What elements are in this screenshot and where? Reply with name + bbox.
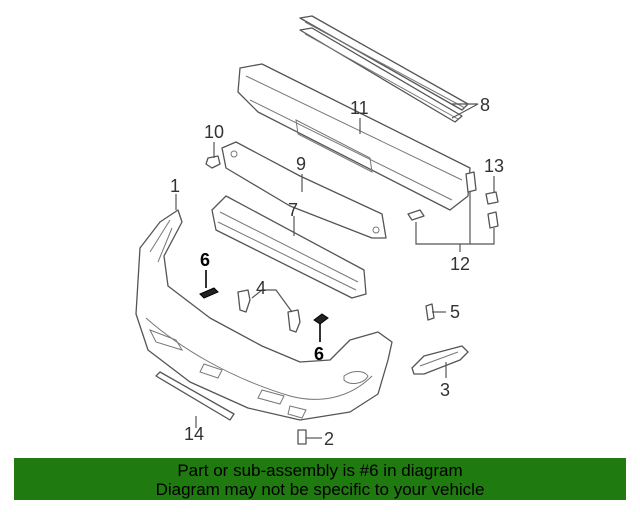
part-lower-molding[interactable] xyxy=(155,371,235,421)
callout-11: 11 xyxy=(350,98,369,118)
callout-1: 1 xyxy=(170,176,180,196)
callout-13: 13 xyxy=(484,156,504,176)
callout-6-right: 6 xyxy=(314,344,324,364)
callout-9: 9 xyxy=(296,154,306,174)
part-reinforcement-beam[interactable] xyxy=(237,63,471,211)
part-clip[interactable] xyxy=(205,155,221,169)
callout-4: 4 xyxy=(256,278,266,298)
callout-5: 5 xyxy=(450,302,460,322)
part-bracket-plate[interactable] xyxy=(221,141,387,239)
callout-8: 8 xyxy=(480,95,490,115)
part-bumper-cover[interactable] xyxy=(135,209,393,421)
callout-14: 14 xyxy=(184,424,204,444)
callout-7: 7 xyxy=(288,200,298,220)
info-banner: Part or sub-assembly is #6 in diagram Di… xyxy=(14,458,626,500)
leader-lines xyxy=(175,103,495,439)
part-grille-strip[interactable] xyxy=(299,15,469,123)
part-bolt-5[interactable] xyxy=(425,303,435,321)
part-bolt-left[interactable] xyxy=(407,209,425,221)
part-bolt-upper[interactable] xyxy=(465,171,477,193)
banner-line-disclaimer: Diagram may not be specific to your vehi… xyxy=(155,480,485,499)
part-6-fastener-right[interactable] xyxy=(313,313,329,325)
part-grille[interactable] xyxy=(211,195,367,299)
part-side-marker[interactable] xyxy=(411,345,469,375)
part-nut[interactable] xyxy=(485,191,499,205)
banner-line-part: Part or sub-assembly is #6 in diagram xyxy=(177,461,463,480)
parts-diagram: 1 2 3 4 5 6 6 7 8 9 10 11 12 13 14 xyxy=(135,15,504,449)
part-bracket-right[interactable] xyxy=(287,309,301,333)
callout-12: 12 xyxy=(450,254,470,274)
part-fastener-2[interactable] xyxy=(297,429,307,445)
callout-3: 3 xyxy=(440,380,450,400)
callout-10: 10 xyxy=(204,122,224,142)
callout-2: 2 xyxy=(324,429,334,449)
part-bolt-right[interactable] xyxy=(487,211,499,229)
part-bracket-left[interactable] xyxy=(237,289,251,313)
callout-6-left: 6 xyxy=(200,250,210,270)
part-6-fastener-left[interactable] xyxy=(199,287,219,299)
